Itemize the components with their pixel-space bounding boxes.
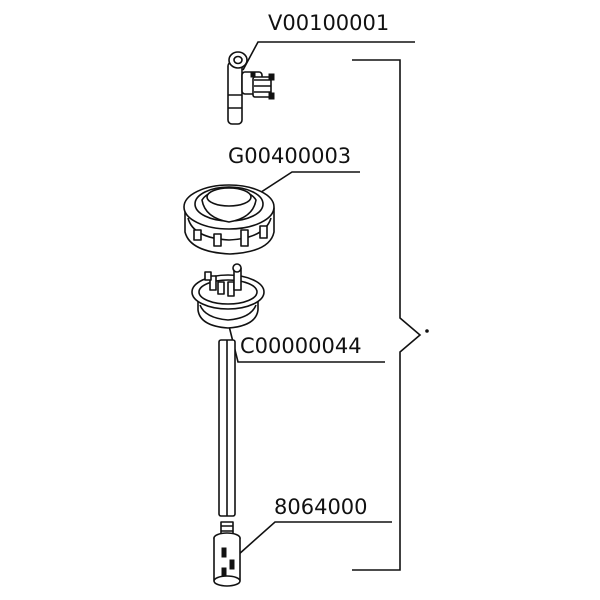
- label-gasket: G00400003: [228, 144, 351, 168]
- gasket-part: [183, 184, 275, 255]
- rod-part: [218, 339, 236, 517]
- foot-part: [213, 521, 241, 587]
- group-bracket: [352, 59, 429, 571]
- leader-valve: [242, 41, 415, 71]
- label-foot: 8064000: [274, 495, 368, 519]
- cap-part: [191, 263, 265, 329]
- valve-part: [227, 51, 275, 125]
- leader-foot: [237, 521, 392, 556]
- label-cap: C00000044: [240, 334, 362, 358]
- label-valve: V00100001: [268, 11, 389, 35]
